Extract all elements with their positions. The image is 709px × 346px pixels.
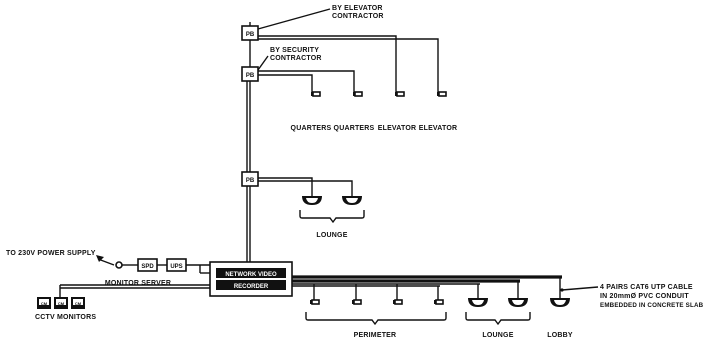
quarters-label-2: QUARTERS <box>334 125 375 132</box>
camera-perimeter-2 <box>352 299 362 305</box>
lounge-upper-label: LOUNGE <box>316 232 347 239</box>
camera-quarters-2 <box>353 91 363 97</box>
pb-label: PB <box>246 73 255 79</box>
pb-label: PB <box>246 178 255 184</box>
power-supply-label: TO 230V POWER SUPPLY <box>6 250 96 257</box>
elevator-label-1: ELEVATOR <box>378 125 417 132</box>
leader-elevator-contractor <box>257 8 331 30</box>
cctv-monitor-1: CM <box>37 297 51 309</box>
lounge-branch-2 <box>258 180 353 196</box>
nvr-label: NETWORK VIDEO <box>225 272 277 278</box>
pull-box-lounge: PB <box>241 171 259 187</box>
quarters-branch-1 <box>258 74 313 92</box>
cctv-monitor-3: CM <box>71 297 85 309</box>
perimeter-bracket <box>305 312 447 326</box>
monitor-tag: CM <box>58 301 65 306</box>
monitor-tag: CM <box>75 301 82 306</box>
cable-note-dot <box>560 288 564 292</box>
by-security-contractor-label: BY SECURITY <box>270 47 319 54</box>
camera-elevator-1 <box>395 91 405 97</box>
perimeter-label: PERIMETER <box>354 332 397 339</box>
cable-note-line-3: EMBEDDED IN CONCRETE SLAB <box>600 302 704 309</box>
elevator-branch-1 <box>258 35 397 92</box>
cable-note-leader <box>561 286 599 291</box>
camera-quarters-1 <box>311 91 321 97</box>
elevator-label-2: ELEVATOR <box>419 125 458 132</box>
nvr-label-2: RECORDER <box>234 284 269 290</box>
lobby-label: LOBBY <box>547 332 573 339</box>
camera-perimeter-4 <box>434 299 444 305</box>
pull-box-middle: PB <box>241 66 259 82</box>
cable-note-line-2: IN 20mmØ PVC CONDUIT <box>600 293 689 300</box>
lounge-lower-label: LOUNGE <box>482 332 513 339</box>
cctv-monitor-2: CM <box>54 297 68 309</box>
leader-security-contractor <box>257 55 269 71</box>
lounge-branch-1 <box>258 177 313 196</box>
ups-box: UPS <box>166 258 187 272</box>
dome-camera-lounge-4 <box>508 298 528 307</box>
lounge-lower-bracket <box>465 312 531 326</box>
monitor-server-label: MONITOR SERVER <box>105 280 171 287</box>
spd-label: SPD <box>141 264 154 270</box>
elevator-branch-2 <box>258 38 439 92</box>
dome-camera-lounge-1 <box>302 196 322 205</box>
ups-label: UPS <box>170 264 182 270</box>
monitor-tag: CM <box>41 301 48 306</box>
camera-perimeter-1 <box>310 299 320 305</box>
lounge-upper-bracket <box>299 210 365 224</box>
by-elevator-contractor-label: BY ELEVATOR <box>332 5 383 12</box>
by-security-contractor-label-2: CONTRACTOR <box>270 55 322 62</box>
dome-camera-lounge-3 <box>468 298 488 307</box>
camera-perimeter-3 <box>393 299 403 305</box>
dome-camera-lounge-2 <box>342 196 362 205</box>
cable-note-line-1: 4 PAIRS CAT6 UTP CABLE <box>600 284 693 291</box>
pull-box-top: PB <box>241 25 259 41</box>
cctv-monitors-label: CCTV MONITORS <box>35 314 96 321</box>
power-arrow-head <box>96 255 104 262</box>
spd-box: SPD <box>137 258 158 272</box>
quarters-branch-2 <box>258 70 355 92</box>
quarters-label-1: QUARTERS <box>291 125 332 132</box>
pb-label: PB <box>246 32 255 38</box>
nvr-cabinet: NETWORK VIDEO RECORDER <box>209 261 293 297</box>
power-isolator <box>115 261 123 269</box>
camera-elevator-2 <box>437 91 447 97</box>
by-elevator-contractor-label-2: CONTRACTOR <box>332 13 384 20</box>
dome-camera-lobby <box>550 298 570 307</box>
